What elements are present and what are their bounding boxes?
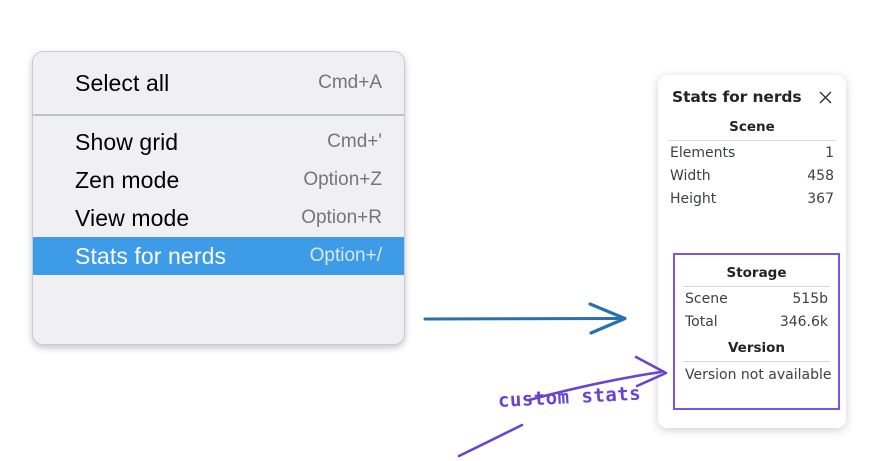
storage-section-heading: Storage	[726, 265, 787, 281]
menu-item-label: Show grid	[75, 128, 179, 155]
stats-panel-titlebar: Stats for nerds	[658, 75, 846, 112]
annotation-tail-stroke	[457, 423, 524, 458]
menu-item-label: Zen mode	[75, 166, 180, 193]
context-menu: Select all Cmd+A Show grid Cmd+' Zen mod…	[32, 51, 405, 345]
stats-row-height: Height 367	[660, 187, 844, 210]
menu-item-shortcut: Option+Z	[303, 169, 382, 190]
menu-item-label: Stats for nerds	[75, 242, 227, 269]
stats-row-value: 367	[807, 191, 834, 207]
version-section: Version Version not available	[675, 333, 838, 387]
stats-panel-title: Stats for nerds	[672, 88, 802, 106]
menu-item-shortcut: Cmd+A	[318, 72, 382, 93]
menu-item-shortcut: Option+/	[309, 245, 382, 266]
annotation-label: custom stats	[497, 382, 642, 412]
menu-item-label: Select all	[75, 69, 170, 96]
menu-item-shortcut: Option+R	[301, 207, 382, 228]
section-rule	[683, 361, 830, 362]
stats-row-storage-scene: Scene 515b	[675, 287, 838, 310]
close-icon[interactable]	[817, 89, 834, 106]
menu-item-stats-for-nerds[interactable]: Stats for nerds Option+/	[33, 237, 404, 275]
stats-row-width: Width 458	[660, 164, 844, 187]
stats-row-key: Height	[670, 191, 717, 207]
custom-stats-highlight-box: Storage Scene 515b Total 346.6k Version …	[673, 253, 840, 410]
stats-row-elements: Elements 1	[660, 141, 844, 164]
stats-for-nerds-panel: Stats for nerds Scene Elements 1 Width 4…	[658, 75, 846, 428]
stats-row-key: Scene	[685, 291, 728, 307]
section-rule	[668, 140, 836, 141]
scene-section: Scene Elements 1 Width 458 Height 367	[658, 112, 846, 210]
menu-item-view-mode[interactable]: View mode Option+R	[33, 199, 404, 237]
menu-item-zen-mode[interactable]: Zen mode Option+Z	[33, 161, 404, 199]
section-rule	[683, 286, 830, 287]
stats-row-key: Width	[670, 168, 711, 184]
storage-section: Storage Scene 515b Total 346.6k	[675, 255, 838, 333]
stats-row-value: 346.6k	[779, 314, 828, 330]
stats-row-value: 515b	[792, 291, 828, 307]
menu-item-show-grid[interactable]: Show grid Cmd+'	[33, 123, 404, 161]
stats-row-key: Elements	[670, 145, 736, 161]
stats-row-value: 1	[825, 145, 834, 161]
menu-group-2: Show grid Cmd+' Zen mode Option+Z View m…	[33, 116, 404, 282]
stats-row-key: Total	[685, 314, 718, 330]
stats-row-storage-total: Total 346.6k	[675, 310, 838, 333]
version-text: Version not available	[685, 367, 832, 383]
arrow-right-icon	[423, 302, 627, 335]
menu-item-shortcut: Cmd+'	[327, 131, 382, 152]
menu-group-1: Select all Cmd+A	[33, 52, 404, 114]
menu-item-select-all[interactable]: Select all Cmd+A	[33, 64, 404, 102]
menu-divider	[33, 114, 404, 116]
menu-item-label: View mode	[75, 204, 190, 231]
stats-row-value: 458	[807, 168, 834, 184]
version-section-heading: Version	[727, 340, 786, 356]
scene-section-heading: Scene	[729, 119, 775, 135]
